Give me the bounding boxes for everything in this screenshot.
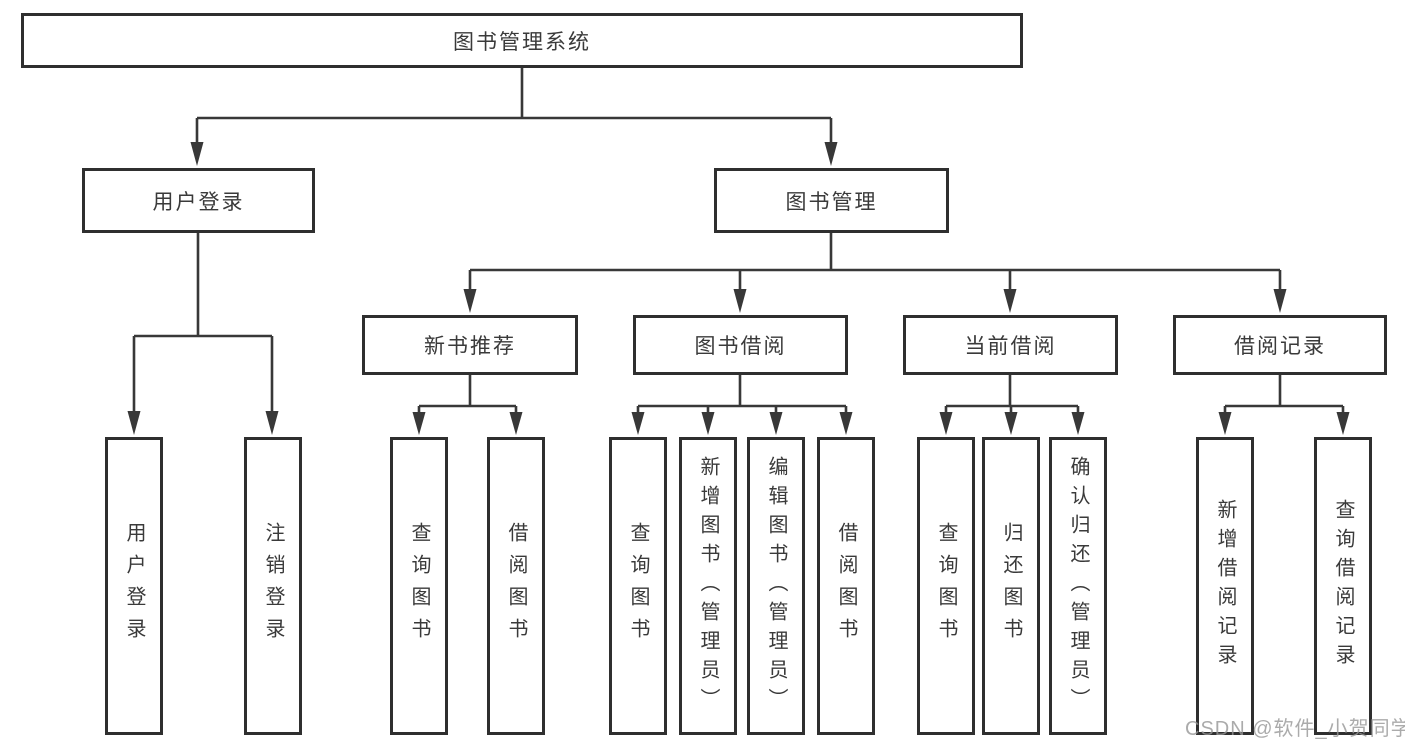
connector-newbook-to-leaves: [417, 375, 518, 416]
node-new-book-recommend: 新书推荐: [362, 315, 578, 375]
leaf-query-book-3: 查询图书: [917, 437, 975, 735]
leaf-borrow-book-2: 借阅图书: [817, 437, 875, 735]
node-book-borrow-label: 图书借阅: [694, 335, 787, 358]
leaf-user-login: 用户登录: [105, 437, 163, 735]
leaf-add-borrow-record: 新增借阅记录: [1196, 437, 1254, 735]
node-new-book-recommend-label: 新书推荐: [424, 335, 516, 358]
arrowheads: [127, 142, 1350, 435]
connector-userlogin-to-leaves: [132, 233, 274, 415]
connector-records-to-leaves: [1223, 375, 1345, 416]
node-current-borrow-label: 当前借阅: [964, 335, 1057, 358]
node-book-management: 图书管理: [714, 168, 949, 233]
connector-currentborrow-to-leaves: [944, 375, 1080, 416]
node-root-library-system: 图书管理系统: [21, 13, 1023, 68]
connector-bookborrow-to-leaves: [636, 375, 848, 416]
csdn-watermark: CSDN @软件_小贺同学: [1185, 718, 1405, 740]
node-book-management-label: 图书管理: [785, 190, 878, 214]
node-root-label: 图书管理系统: [453, 30, 591, 54]
leaf-query-book-2: 查询图书: [609, 437, 667, 735]
leaf-query-book-1: 查询图书: [390, 437, 448, 735]
node-borrow-records: 借阅记录: [1173, 315, 1387, 375]
node-user-login-label: 用户登录: [152, 190, 245, 214]
node-borrow-records-label: 借阅记录: [1234, 335, 1326, 358]
node-user-login: 用户登录: [82, 168, 315, 233]
leaf-return-book: 归还图书: [982, 437, 1040, 735]
node-book-borrow: 图书借阅: [633, 315, 848, 375]
leaf-edit-book-admin: 编辑图书（管理员）: [747, 437, 805, 735]
leaf-confirm-return-admin: 确认归还（管理员）: [1049, 437, 1107, 735]
connector-bookmgmt-to-level3: [468, 233, 1282, 293]
connector-root-to-level2: [195, 68, 833, 146]
leaf-borrow-book-1: 借阅图书: [487, 437, 545, 735]
leaf-add-book-admin: 新增图书（管理员）: [679, 437, 737, 735]
leaf-logout: 注销登录: [244, 437, 302, 735]
leaf-query-borrow-record: 查询借阅记录: [1314, 437, 1372, 735]
node-current-borrow: 当前借阅: [903, 315, 1118, 375]
